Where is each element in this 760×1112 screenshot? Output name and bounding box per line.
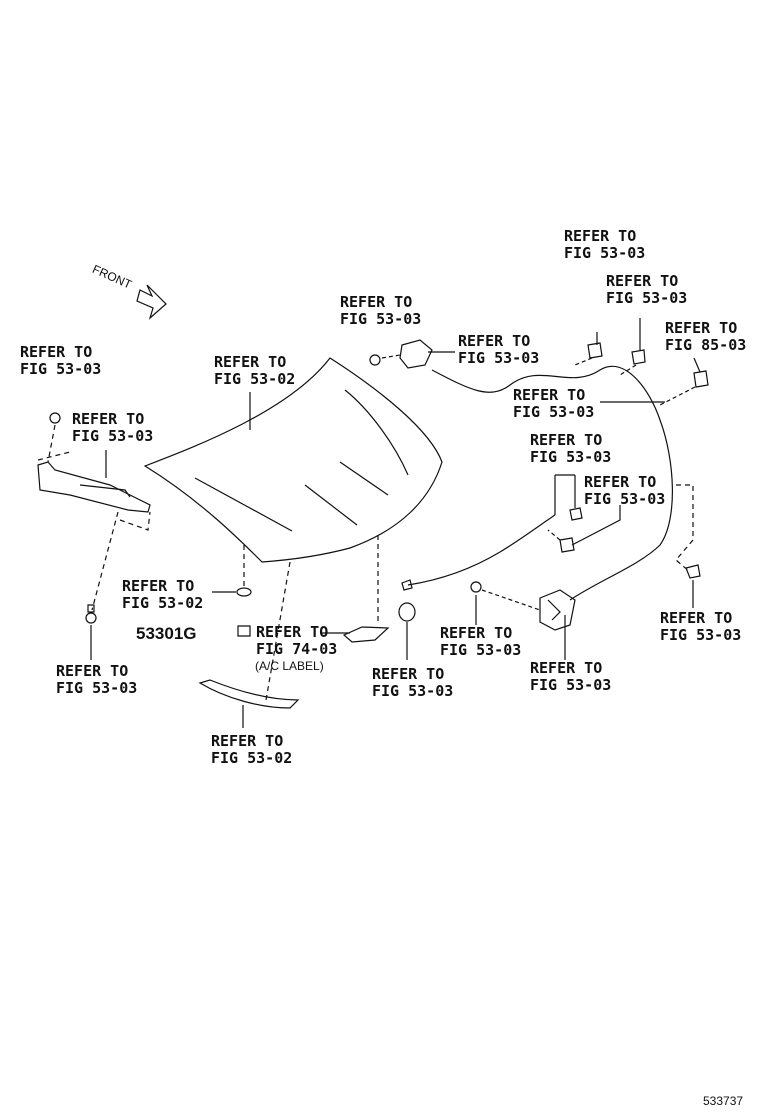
dashed-leader xyxy=(547,529,561,541)
dashed-leader xyxy=(675,484,694,573)
hood-crease xyxy=(304,484,358,526)
bolt-shank xyxy=(87,604,95,613)
release-cable xyxy=(407,514,556,586)
hinge-bolt xyxy=(85,612,97,624)
hood-hinge-detail xyxy=(79,484,131,498)
part-number-53301g: 53301G xyxy=(136,624,197,643)
hood-crease xyxy=(339,461,389,496)
hood-lock xyxy=(539,589,576,631)
hood-lock-detail xyxy=(547,599,561,621)
hood-crease xyxy=(194,477,293,532)
hood-hinge xyxy=(37,461,151,513)
release-cable xyxy=(431,365,673,601)
bolt-icon xyxy=(369,354,381,366)
cable-clip xyxy=(631,349,646,365)
ac-label-caption: (A/C LABEL) xyxy=(255,659,324,673)
leader-line xyxy=(571,505,621,546)
dashed-leader xyxy=(659,386,696,406)
cable-clip xyxy=(693,370,709,388)
bumper-stop xyxy=(398,602,416,622)
bolt-icon xyxy=(470,581,482,593)
leader-line xyxy=(596,318,701,373)
dashed-leader xyxy=(574,357,593,366)
grommet xyxy=(236,587,252,597)
hood-seal xyxy=(198,679,300,709)
part-53301g-icon xyxy=(237,625,251,637)
dashed-leader xyxy=(37,424,151,531)
cable-clip xyxy=(569,507,583,521)
cable-clip xyxy=(559,537,575,553)
illustration-id: 533737 xyxy=(703,1094,744,1108)
hood-panel xyxy=(143,357,443,563)
ac-label-sticker xyxy=(342,626,390,643)
hinge-bolt xyxy=(49,412,61,424)
hood-lock-release xyxy=(399,339,433,369)
cable-clip xyxy=(587,342,603,359)
dashed-leader xyxy=(481,589,541,611)
leader-line xyxy=(554,474,576,515)
hood-crease xyxy=(344,389,409,476)
cable-clip xyxy=(685,564,701,579)
dashed-leader xyxy=(243,535,379,701)
cable-end xyxy=(401,579,413,591)
dashed-leader xyxy=(91,511,119,611)
dashed-leader xyxy=(381,354,401,359)
front-arrow-icon xyxy=(136,284,167,320)
dashed-leader xyxy=(619,364,637,376)
